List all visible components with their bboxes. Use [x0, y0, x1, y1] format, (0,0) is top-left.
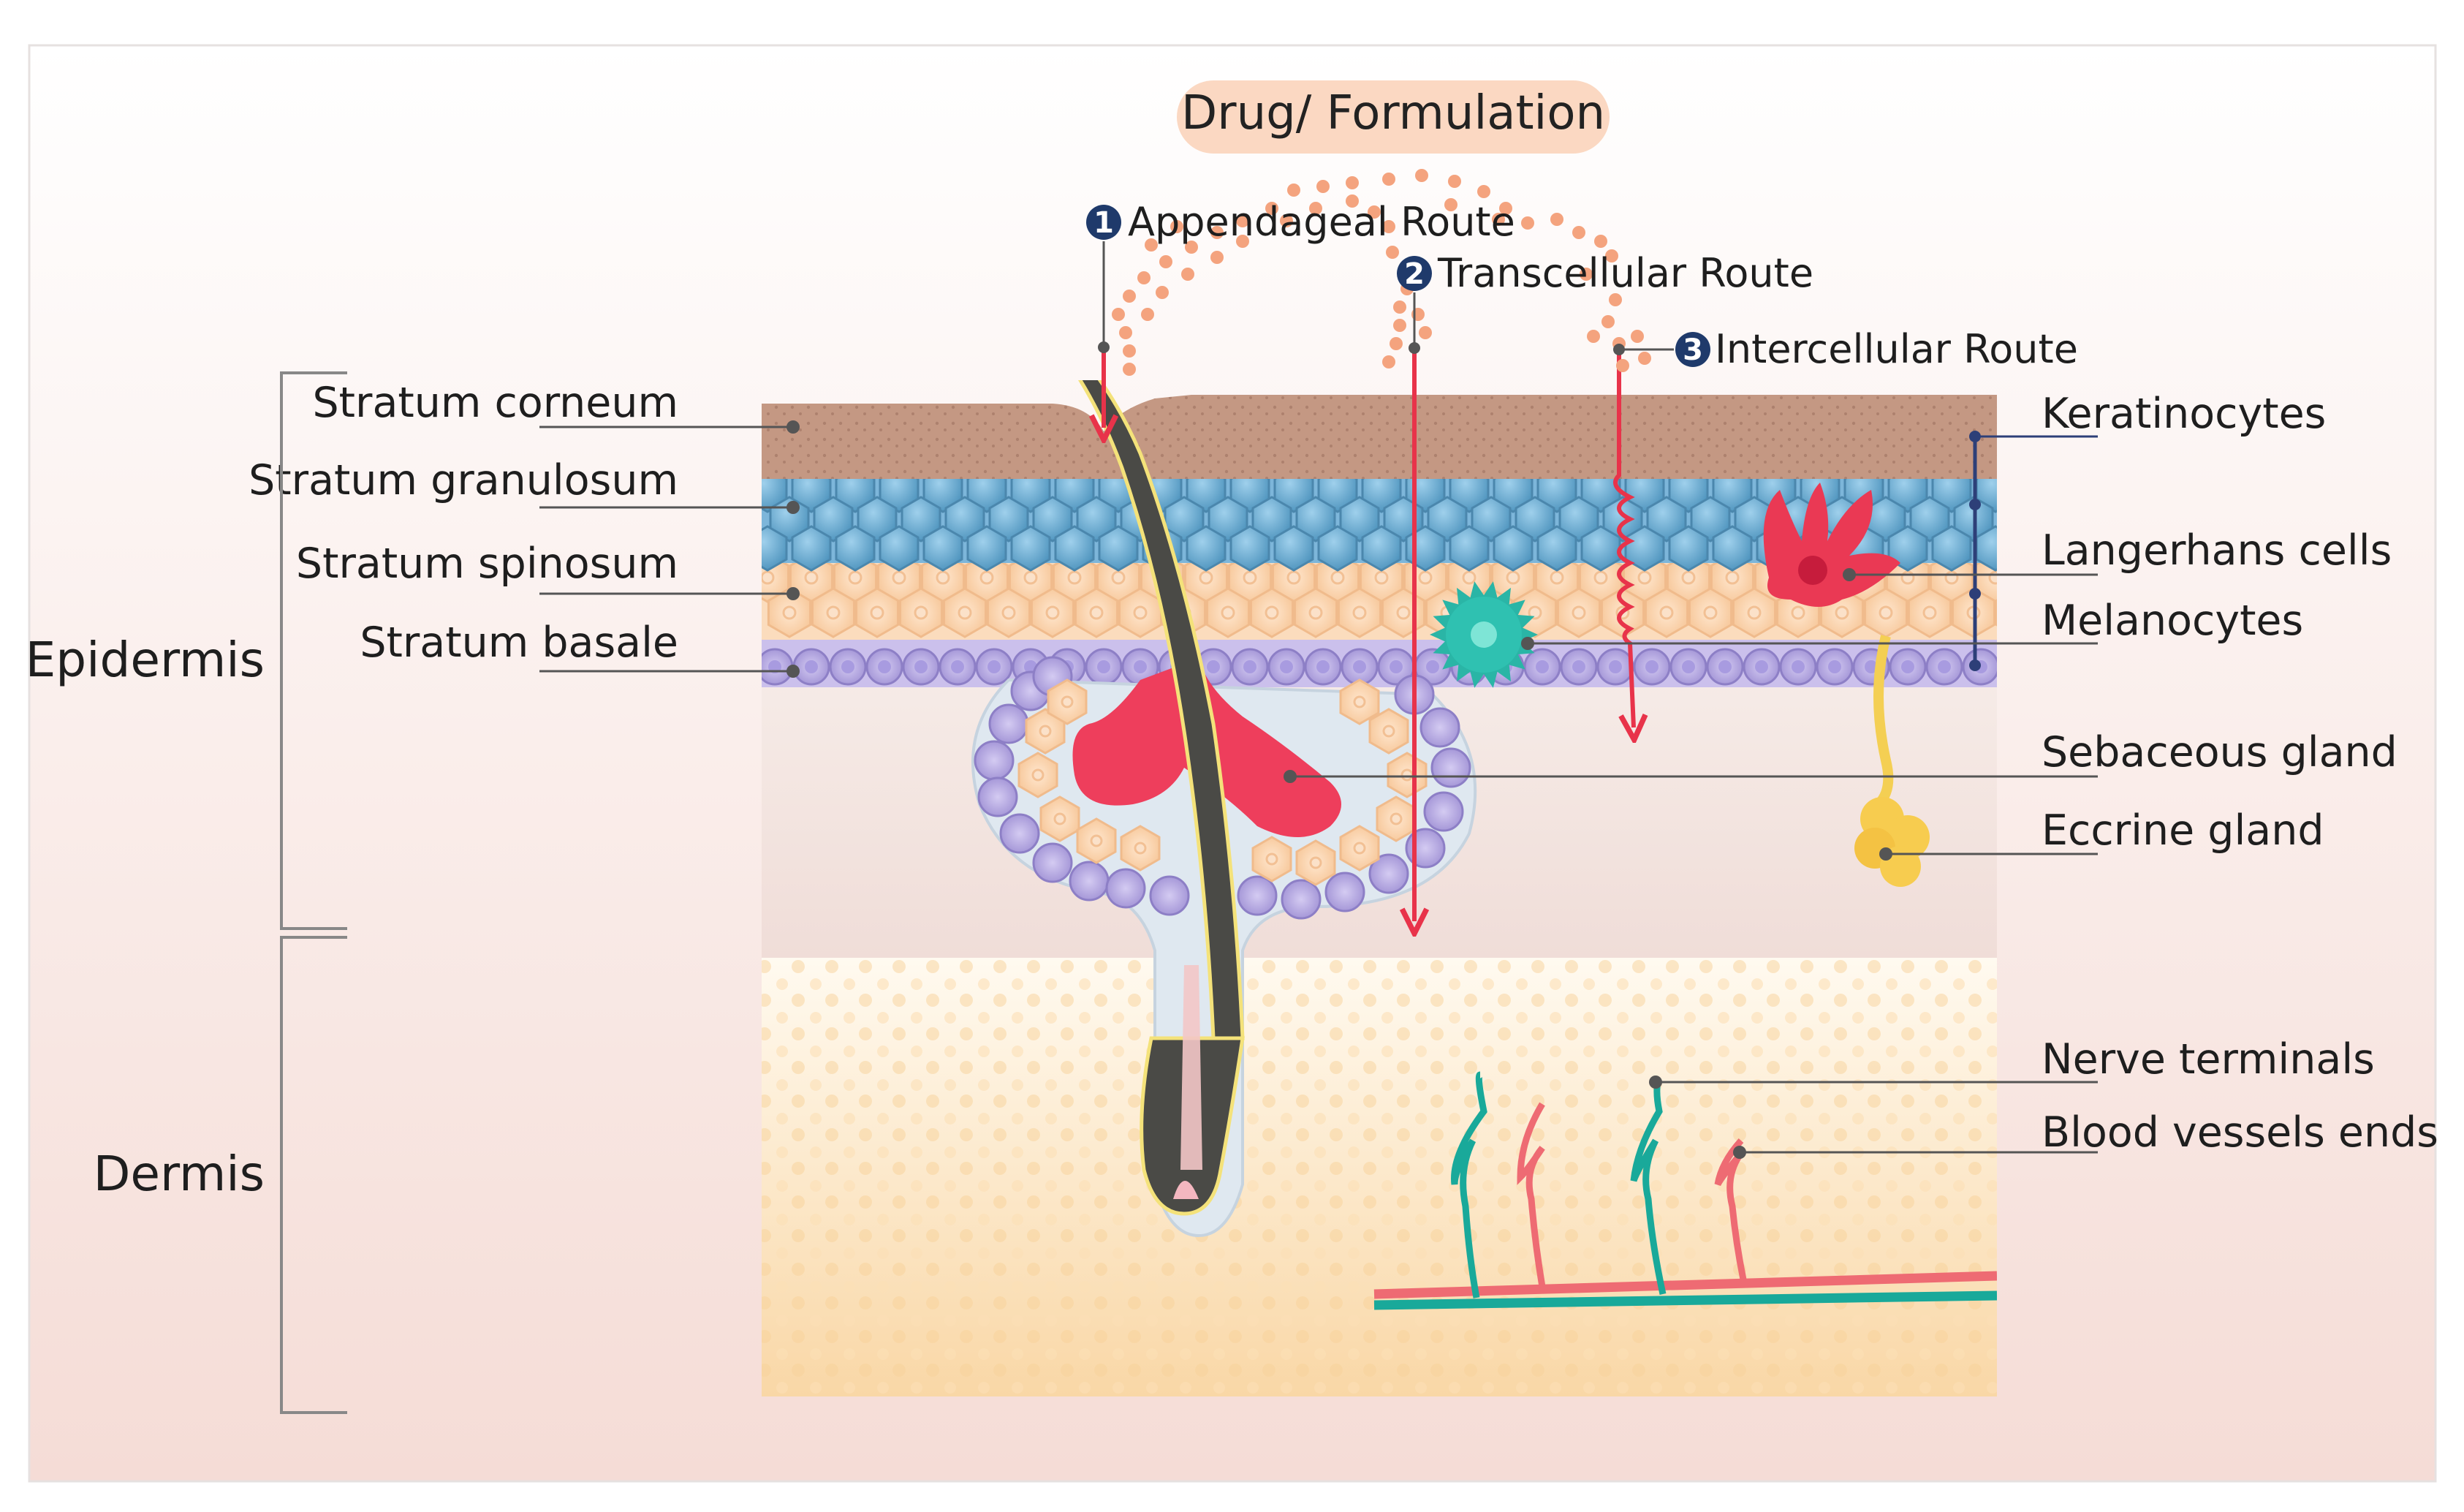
label-sebaceous-gland: Sebaceous gland [2042, 728, 2397, 776]
route-arrows [1104, 351, 1634, 921]
route-2-number: 2 [1404, 257, 1425, 291]
epidermis-bracket [280, 371, 347, 930]
label-eccrine-gland: Eccrine gland [2042, 806, 2324, 855]
route-1-number: 1 [1093, 206, 1114, 240]
label-melanocytes: Melanocytes [2042, 597, 2303, 645]
label-langerhans-cells: Langerhans cells [2042, 526, 2392, 575]
label-dermis: Dermis [94, 1146, 265, 1202]
skin-block [762, 380, 1997, 1396]
hair-follicle [971, 380, 1477, 1238]
route-1-badge [1086, 205, 1121, 240]
title-text: Drug/ Formulation [1181, 86, 1605, 140]
label-stratum-basale: Stratum basale [360, 619, 678, 667]
formulation-particles [1112, 169, 1651, 376]
melanocyte [1430, 581, 1538, 688]
dermis-texture [762, 958, 1997, 1396]
label-epidermis: Epidermis [26, 632, 265, 688]
hair-core [1180, 965, 1202, 1170]
label-blood-vessels-ends: Blood vessels ends [2042, 1108, 2438, 1157]
keratinocyte-bracket [1973, 434, 1977, 668]
label-keratinocytes: Keratinocytes [2042, 390, 2326, 438]
corneum-texture [762, 395, 1997, 479]
route-labels: 1 Appendageal Route 2 Transcellular Rout… [1086, 199, 2078, 372]
drug-formulation-title: Drug/ Formulation [1177, 80, 1610, 154]
intercellular-arrow [1613, 351, 1634, 727]
route-3-badge [1675, 332, 1710, 367]
route-2-label: Transcellular Route [1437, 250, 1813, 296]
route-3-label: Intercellular Route [1715, 326, 2078, 372]
route-1-label: Appendageal Route [1128, 199, 1515, 245]
basale-cells [762, 648, 1997, 686]
label-stratum-corneum: Stratum corneum [312, 379, 678, 427]
label-nerve-terminals: Nerve terminals [2042, 1035, 2375, 1084]
region-brackets: Epidermis Dermis [26, 371, 347, 1414]
hair-papilla [1173, 1181, 1199, 1199]
follicle-cells [974, 656, 1471, 920]
left-layer-labels: Stratum corneum Stratum granulosum Strat… [249, 379, 800, 678]
dermis-bracket [280, 936, 347, 1414]
route-2-badge [1397, 256, 1432, 291]
label-stratum-spinosum: Stratum spinosum [296, 540, 678, 588]
label-stratum-granulosum: Stratum granulosum [249, 456, 678, 504]
route-3-number: 3 [1683, 333, 1703, 367]
right-structure-labels: Keratinocytes Langerhans cells Melanocyt… [1284, 390, 2438, 1159]
